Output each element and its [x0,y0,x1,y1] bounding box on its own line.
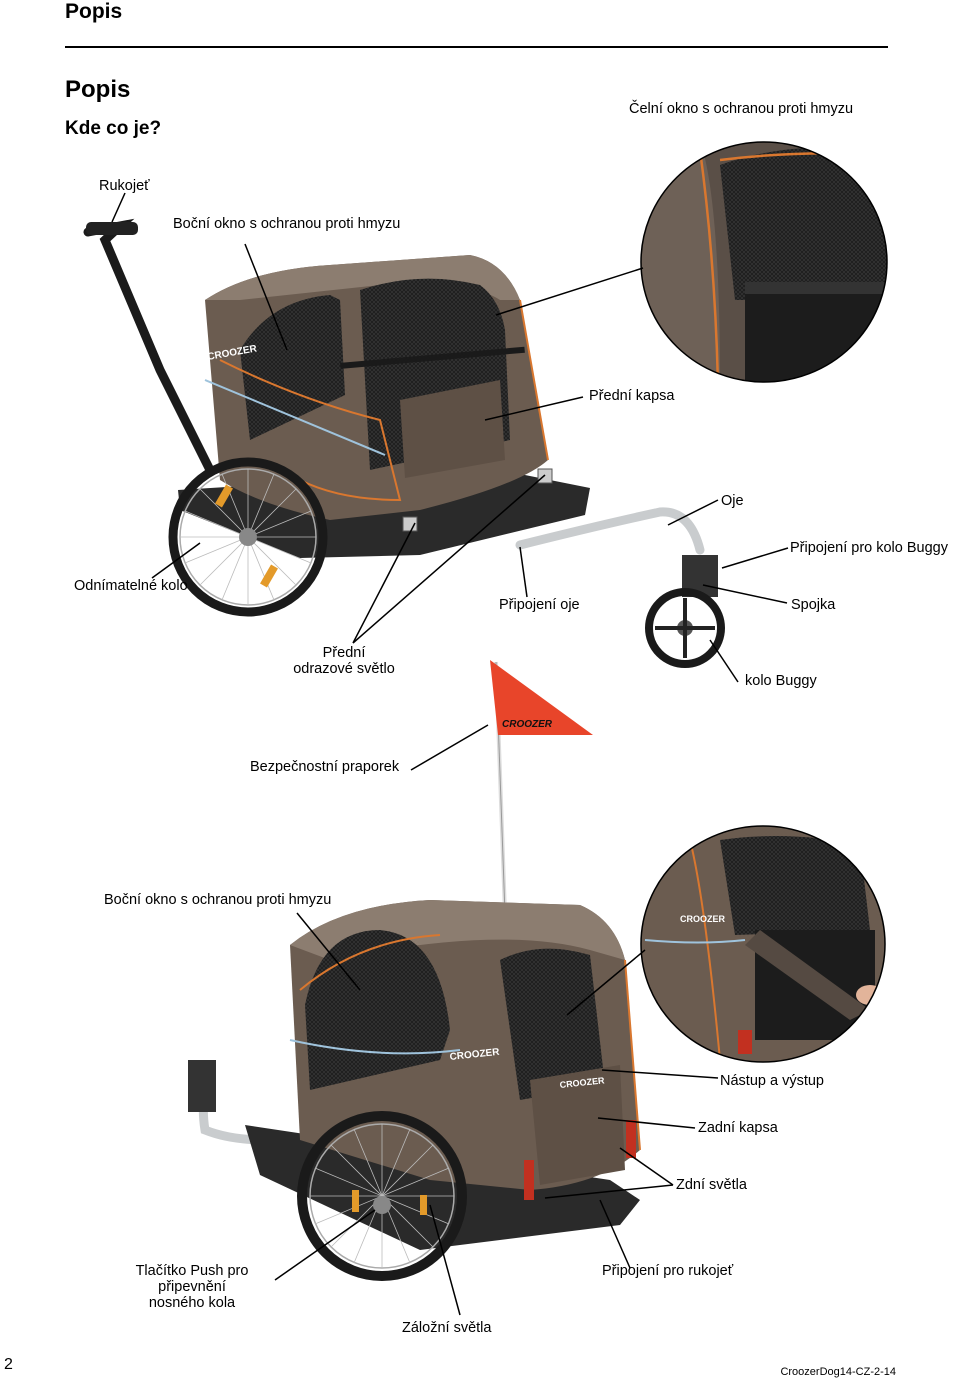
label-backup-lights: Záložní světla [402,1320,492,1336]
label-removable-wheel: Odnímatelné kolo [74,578,188,594]
label-handle-mount: Připojení pro rukojeť [602,1263,734,1279]
label-side-window-top: Boční okno s ochranou proti hmyzu [173,216,401,232]
svg-text:CROOZER: CROOZER [502,719,553,730]
label-buggy-wheel-mount: Připojení pro kolo Buggy [790,540,948,556]
callout-lines [111,192,789,1316]
label-front-reflector-line1: Přední [322,645,366,661]
svg-text:CROOZER: CROOZER [449,1047,501,1063]
label-front-pocket: Přední kapsa [589,388,675,404]
label-side-window-bottom: Boční okno s ochranou proti hmyzu [104,892,332,908]
label-front-window: Čelní okno s ochranou proti hmyzu [629,101,854,117]
label-rear-pocket: Zadní kapsa [698,1120,778,1136]
page-title: Popis [65,76,131,103]
top-trailer-illustration: CROOZER [83,218,725,668]
page-number: 2 [4,1356,13,1373]
label-coupling: Spojka [791,597,836,613]
label-entry-exit: Nástup a výstup [720,1073,824,1089]
page-subtitle: Kde co je? [65,118,162,139]
label-rear-lights: Zdní světla [676,1177,747,1193]
label-push-button-line3: nosného kola [148,1295,236,1311]
bottom-trailer-illustration: CROOZER CROOZER CROOZER [188,660,641,1281]
front-window-detail-circle [640,141,888,383]
entry-detail-circle: CROOZER [640,825,886,1063]
label-front-reflector-line2: odrazové světlo [293,661,395,677]
header-section: Popis [65,0,123,23]
svg-text:CROOZER: CROOZER [680,914,726,924]
label-push-button-line2: připevnění [158,1279,226,1295]
label-front-reflector: Přední odrazové světlo [284,645,404,677]
svg-text:CROOZER: CROOZER [559,1075,605,1090]
document-id: CroozerDog14-CZ-2-14 [780,1366,896,1378]
label-handle: Rukojeť [99,178,150,194]
label-push-button-line1: Tlačítko Push pro [135,1263,249,1279]
label-drawbar: Oje [721,493,744,509]
label-push-button: Tlačítko Push pro připevnění nosného kol… [122,1263,262,1311]
label-safety-flag: Bezpečnostní praporek [250,759,400,775]
header-rule [65,46,888,48]
label-drawbar-mount: Připojení oje [499,597,580,613]
label-buggy-wheel: kolo Buggy [745,673,817,689]
